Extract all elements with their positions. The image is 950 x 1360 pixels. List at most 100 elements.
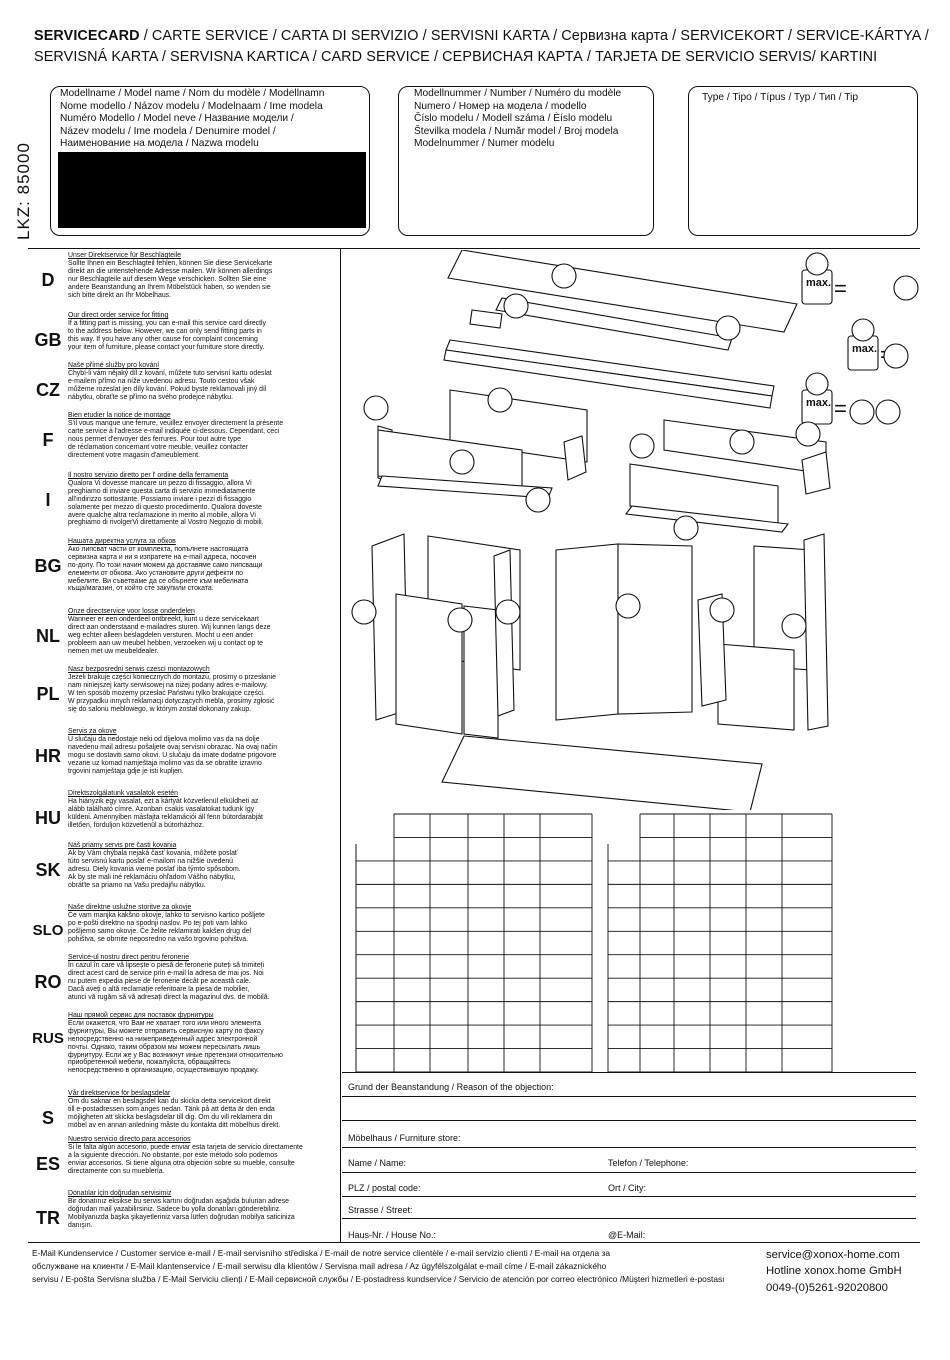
language-line: się do salonu meblowego, w którym został…: [68, 705, 252, 713]
form-label-store: Möbelhaus / Furniture store:: [348, 1133, 461, 1143]
callout-circle: [795, 421, 821, 447]
language-line: nábytku, obraťte se přímo na svého prode…: [68, 393, 233, 401]
callout-circle: [615, 593, 641, 619]
callout-circle: [883, 343, 909, 369]
language-line: e-mailem přímo na níže uvedenou adresu. …: [68, 377, 255, 385]
language-text: Наш прямой сервис для поставок фурнитуры…: [68, 1012, 336, 1075]
model-number-label-line: Številka modela / Număr model / Broj mod…: [414, 125, 619, 137]
language-line: directamente con su mueblería.: [68, 1167, 165, 1175]
model-name-label-line: Název modelu / Ime modela / Denumire mod…: [60, 125, 276, 137]
language-code: S: [41, 1108, 54, 1128]
callout-circle: [629, 433, 655, 459]
page-title: SERVICECARD / CARTE SERVICE / CARTA DI S…: [34, 26, 934, 68]
form-top-line: [342, 1072, 916, 1073]
language-line: Bir donatınız eksikse bu servis kartını …: [68, 1197, 290, 1205]
form-input-line[interactable]: [342, 1196, 916, 1197]
footer-divider: [28, 1242, 920, 1243]
callout-circle: [447, 607, 473, 633]
language-line: your item of furniture, please contact y…: [68, 343, 265, 351]
hardware-ball-3: [805, 372, 829, 396]
form-input-line[interactable]: [342, 1172, 916, 1173]
model-name-labels: Modellname / Model name / Nom du modèle …: [60, 88, 370, 151]
language-text: Nasz bezposredni serwis czesci montazowy…: [68, 666, 336, 713]
language-line: почты. Однако, таким образом мы можем пе…: [68, 1043, 261, 1051]
form-label-city: Ort / City:: [608, 1183, 646, 1193]
language-heading: Il nostro servizio diretto per l' ordine…: [68, 472, 229, 479]
callout-circle: [449, 449, 475, 475]
language-heading: Náš priamy servis pre časti kovania: [68, 842, 177, 849]
language-code: TR: [36, 1208, 60, 1228]
language-line: andere Beanstandung an Ihrem Möbelstück …: [68, 283, 271, 291]
hotline-phone[interactable]: 0049-(0)5261-92020800: [766, 1281, 888, 1294]
language-line: trgovini namještaja gdje je isti kupljen…: [68, 767, 184, 775]
language-code: F: [42, 430, 54, 450]
language-heading: Vår direktservice för beslagsdelar: [68, 1090, 171, 1097]
max-label-2: max.: [852, 343, 877, 355]
max-label-3: max.: [806, 397, 831, 409]
furniture-diagram: max. max. max. = = =: [351, 250, 919, 810]
title-line1: / CARTE SERVICE / CARTA DI SERVIZIO / SE…: [139, 28, 929, 44]
language-heading: Nuestro servicio directo para accesorios: [68, 1136, 191, 1143]
language-line: sich bitte direkt an Ihr Möbelhaus.: [68, 291, 172, 299]
language-line: möbel av en annan anledning måste du kon…: [68, 1121, 281, 1129]
form-input-line[interactable]: [342, 1147, 916, 1148]
language-line: adresu. Diely kovania vieme poslať iba t…: [68, 865, 241, 873]
hardware-ball-2: [851, 318, 875, 342]
language-text: Onze directservice voor losse onderdelen…: [68, 608, 336, 655]
type-box[interactable]: [688, 86, 918, 236]
language-code: SK: [35, 860, 61, 880]
model-number-label-line: Modelnummer / Numer modelu: [414, 138, 555, 150]
language-line: probleem aan uw meubel hebben, verzoeken…: [68, 639, 263, 647]
language-heading: Onze directservice voor losse onderdelen: [68, 608, 195, 615]
language-line: doğrudan mail yazabilirsiniz. Sadece bu …: [68, 1205, 281, 1213]
form-label-plz: PLZ / postal code:: [348, 1183, 421, 1193]
language-line: vezane uz komad namještaja molimo vas da…: [68, 759, 262, 767]
callout-circle: [893, 275, 919, 301]
language-line: Если окажется, что Вам не хватает того и…: [68, 1019, 261, 1027]
callout-circle: [709, 597, 735, 623]
language-line: S'il vous manque une ferrure, veuillez e…: [68, 419, 284, 427]
language-text: Il nostro servizio diretto per l' ordine…: [68, 472, 336, 527]
language-line: Ak by Vám chýbala nejaká časť kovania, m…: [68, 849, 238, 857]
form-input-line[interactable]: [342, 1218, 916, 1219]
language-code: RO: [34, 972, 62, 992]
footer-text: E-Mail Kundenservice / Customer service …: [32, 1247, 732, 1286]
callout-circle: [495, 599, 521, 625]
language-heading: Our direct order service for fitting: [68, 312, 169, 319]
language-line: solamente per mezzo di questo procedimen…: [68, 503, 262, 511]
language-line: приобретенной мебели, пожалуйста, обраща…: [68, 1059, 231, 1067]
language-text: Nuestro servicio directo para accesorios…: [68, 1136, 336, 1176]
language-line: preghiamo di rivolgerVi direttamente al …: [68, 519, 264, 527]
form-input-line[interactable]: [342, 1096, 916, 1097]
language-heading: Наш прямой сервис для поставок фурнитуры: [68, 1012, 214, 1019]
model-name-field[interactable]: [58, 152, 366, 228]
footer-line: E-Mail Kundenservice / Customer service …: [32, 1248, 611, 1258]
language-line: Če vam manjka kakšno okovje, lahko to se…: [68, 911, 265, 919]
language-code: HU: [35, 808, 61, 828]
language-line: Qualora Vi dovesse mancare un pezzo di f…: [68, 479, 252, 487]
form-label-phone: Telefon / Telephone:: [608, 1158, 689, 1168]
language-line: къща/магазин, от който сте закупили сток…: [68, 585, 214, 593]
model-number-box[interactable]: [398, 86, 654, 236]
footer-line: servisu / E-pošta Servisna služba / E-Ma…: [32, 1274, 725, 1284]
part-side-small: [801, 451, 831, 495]
form-label-email: @E-Mail:: [608, 1230, 646, 1240]
form-input-line[interactable]: [342, 1120, 916, 1121]
model-number-label-line: Číslo modelu / Modell száma / Èíslo mode…: [414, 113, 613, 125]
language-code: ES: [35, 1154, 60, 1174]
language-heading: Nasz bezposredni serwis czesci montazowy…: [68, 666, 210, 673]
language-code: NL: [36, 626, 60, 646]
language-line: túto servisnú kartu poslať e-mailom na n…: [68, 857, 233, 865]
contact-block: service@xonox-home.com Hotline xonox.hom…: [766, 1247, 902, 1296]
column-divider: [340, 248, 341, 1242]
language-code: SLO: [32, 922, 64, 939]
service-email[interactable]: service@xonox-home.com: [766, 1249, 900, 1261]
language-code: HR: [35, 746, 61, 766]
model-number-labels: Modellnummer / Number / Numéro du modèle…: [414, 88, 654, 151]
parts-table[interactable]: [354, 812, 834, 1074]
callout-circle: [487, 387, 513, 413]
